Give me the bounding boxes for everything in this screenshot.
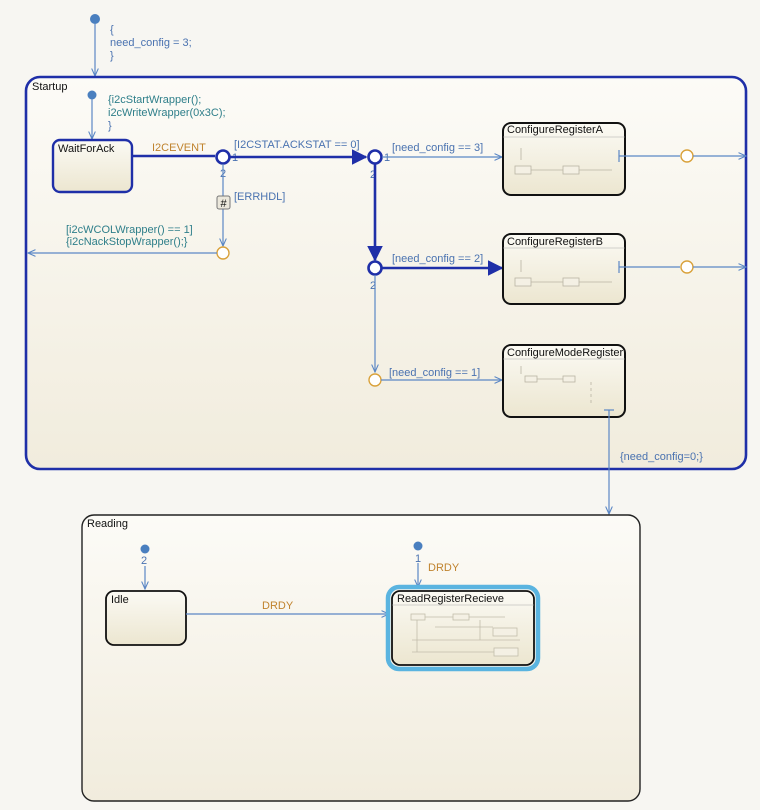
state-configure-register-a-label: ConfigureRegisterA [507, 124, 604, 136]
guard-cfg3: [need_config == 3] [392, 142, 483, 154]
history-glyph: # [220, 198, 227, 210]
subchart-preview-a [514, 148, 612, 175]
guard-wcol: [i2cWCOLWrapper() == 1] [66, 224, 193, 236]
state-idle-label: Idle [111, 594, 129, 606]
event-drdy-idle: DRDY [262, 600, 294, 612]
state-read-register-recieve[interactable]: ReadRegisterRecieve [391, 590, 535, 666]
junction-wcol[interactable] [216, 246, 230, 260]
history-junction[interactable] [216, 195, 231, 210]
state-configure-register-a[interactable]: ConfigureRegisterA [502, 122, 626, 196]
state-idle[interactable] [105, 590, 187, 646]
guard-errhdl: [ERRHDL] [234, 191, 285, 203]
read-default-dot[interactable] [413, 541, 423, 551]
guard-cfg1: [need_config == 1] [389, 367, 480, 379]
event-i2cevent: I2CEVENT [152, 142, 206, 154]
state-wait-for-ack-label: WaitForAck [58, 143, 115, 155]
junction-mode[interactable] [368, 373, 382, 387]
junction-1[interactable] [215, 149, 231, 165]
state-read-highlight [385, 584, 541, 672]
state-configure-register-b-label: ConfigureRegisterB [507, 236, 603, 248]
state-configure-mode-register-label: ConfigureModeRegister [507, 347, 624, 359]
subchart-preview-mode [520, 366, 592, 406]
junction-a-out[interactable] [680, 149, 694, 163]
action-need-config-zero: {need_config=0;} [620, 451, 703, 463]
state-configure-mode-register[interactable]: ConfigureModeRegister [502, 344, 626, 418]
junction-b-out[interactable] [680, 260, 694, 274]
subchart-preview-b [514, 260, 612, 287]
state-read-register-recieve-label: ReadRegisterRecieve [397, 593, 504, 605]
event-drdy-default: DRDY [428, 562, 460, 574]
state-wait-for-ack[interactable] [51, 138, 134, 194]
junction-3-prio-down: 2 [370, 280, 376, 292]
idle-prio: 2 [141, 555, 147, 567]
junction-2[interactable] [367, 149, 383, 165]
chart-init-close: } [110, 50, 114, 62]
startup-init-action-2: i2cWriteWrapper(0x3C); [108, 107, 226, 119]
guard-ackstat: [I2CSTAT.ACKSTAT == 0] [234, 139, 360, 151]
read-prio: 1 [415, 553, 421, 565]
state-configure-register-b[interactable]: ConfigureRegisterB [502, 233, 626, 305]
guard-cfg2: [need_config == 2] [392, 253, 483, 265]
action-nack-stop: {i2cNackStopWrapper();} [66, 236, 188, 248]
chart-init-open: { [110, 24, 114, 36]
reading-state[interactable] [81, 514, 641, 802]
startup-title: Startup [32, 81, 67, 93]
junction-2-prio-right: 1 [384, 152, 390, 164]
startup-init-action-1: {i2cStartWrapper(); [108, 94, 201, 106]
subchart-preview-read [410, 613, 520, 657]
junction-2-prio-down: 2 [370, 169, 376, 181]
junction-3[interactable] [367, 260, 383, 276]
startup-default-dot[interactable] [87, 90, 97, 100]
reading-default-dot[interactable] [140, 544, 150, 554]
startup-init-action-close: } [108, 120, 112, 132]
chart-default-transition-dot[interactable] [90, 14, 100, 24]
reading-title: Reading [87, 518, 128, 530]
chart-init-assign: need_config = 3; [110, 37, 192, 49]
startup-state[interactable] [24, 75, 748, 471]
